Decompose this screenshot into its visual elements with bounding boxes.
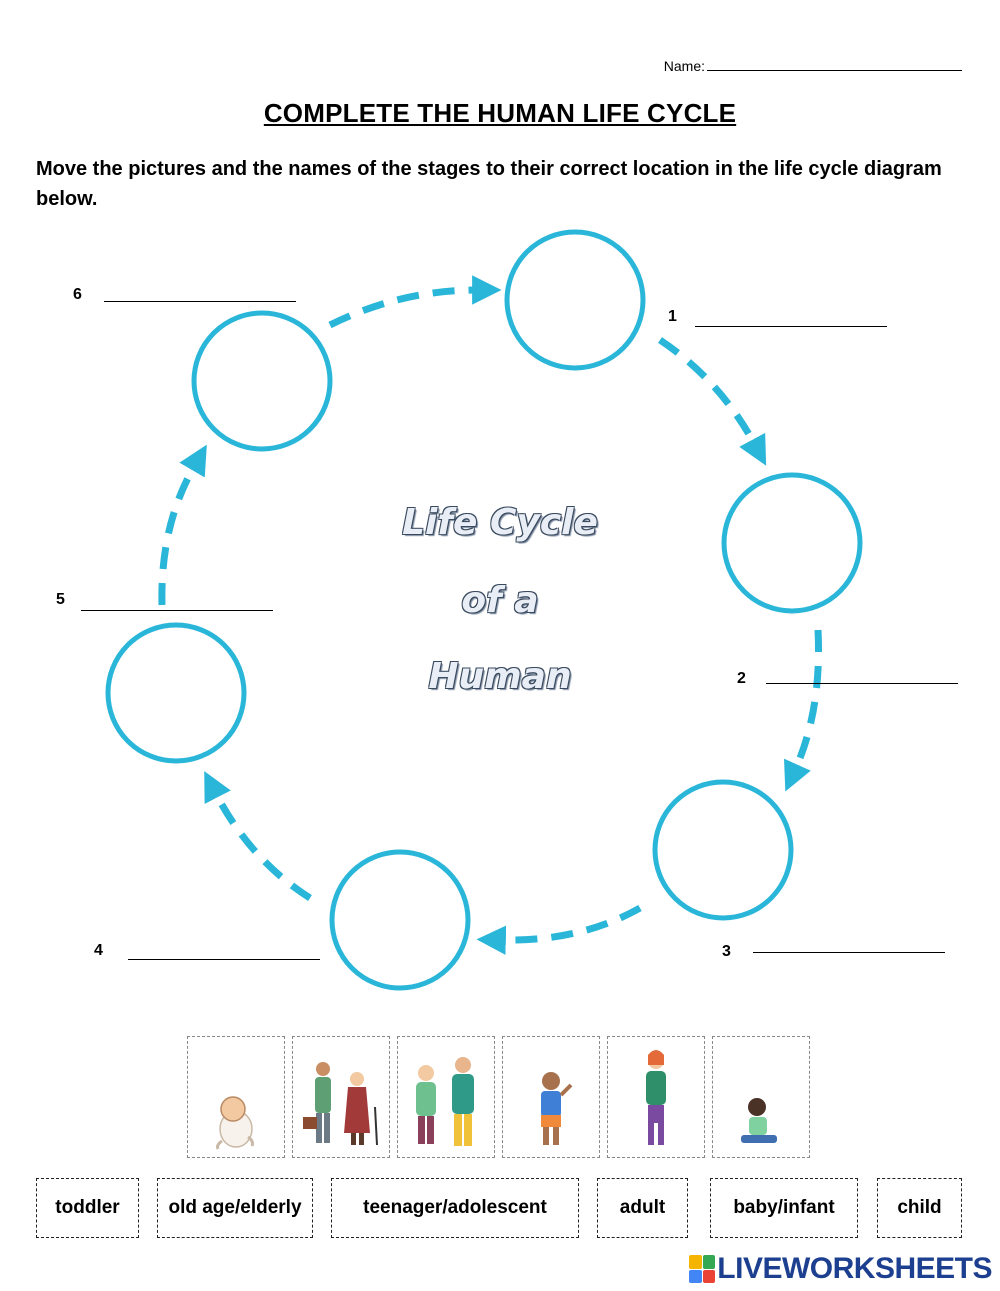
- name-field[interactable]: Name:: [664, 56, 962, 74]
- picture-card-adults[interactable]: [397, 1036, 495, 1158]
- picture-card-toddler[interactable]: [712, 1036, 810, 1158]
- answer-line-1[interactable]: [695, 326, 887, 327]
- stage-number-5: 5: [56, 591, 65, 608]
- toddler-icon: [741, 1098, 777, 1143]
- picture-card-elderly[interactable]: [292, 1036, 390, 1158]
- drop-circle-right-lower[interactable]: [652, 779, 794, 921]
- baby-icon: [216, 1096, 254, 1150]
- drop-circle-left-lower[interactable]: [105, 622, 247, 764]
- stage-number-3: 3: [722, 943, 731, 960]
- arrow-2-to-3: [784, 629, 822, 792]
- drop-circle-left-upper[interactable]: [191, 310, 333, 452]
- stage-number-2: 2: [737, 670, 746, 687]
- liveworksheets-logo: LIVEWORKSHEETS: [689, 1252, 992, 1286]
- picture-card-baby[interactable]: [187, 1036, 285, 1158]
- center-title-line1: Life Cycle: [402, 502, 598, 543]
- drop-circle-top[interactable]: [504, 229, 646, 371]
- adults-icon: [416, 1057, 474, 1146]
- drop-circle-bottom[interactable]: [329, 849, 471, 991]
- arrow-3-to-4: [476, 904, 642, 955]
- stage-number-1: 1: [668, 308, 677, 325]
- center-title-line2: of a: [461, 580, 539, 621]
- teenager-icon: [646, 1050, 666, 1145]
- liveworksheets-logo-text: LIVEWORKSHEETS: [717, 1252, 992, 1285]
- arrow-5-to-6: [158, 444, 207, 606]
- stage-number-6: 6: [73, 286, 82, 303]
- arrow-4-to-5: [204, 771, 312, 901]
- instructions: Move the pictures and the names of the s…: [36, 158, 942, 210]
- name-label: Name:: [663, 58, 705, 74]
- liveworksheets-badge-icon: [689, 1255, 716, 1283]
- page-title: COMPLETE THE HUMAN LIFE CYCLE: [263, 98, 737, 128]
- answer-line-5[interactable]: [81, 610, 273, 611]
- word-card-toddler[interactable]: toddler: [36, 1178, 139, 1238]
- arrow-1-to-2: [658, 337, 767, 466]
- child-icon: [541, 1072, 573, 1145]
- word-card-teenager-adolescent[interactable]: teenager/adolescent: [331, 1178, 579, 1238]
- word-card-adult[interactable]: adult: [597, 1178, 688, 1238]
- name-blank[interactable]: [707, 56, 962, 71]
- elderly-couple-icon: [303, 1062, 378, 1146]
- stage-number-4: 4: [94, 942, 103, 959]
- picture-card-child[interactable]: [502, 1036, 600, 1158]
- answer-line-2[interactable]: [766, 683, 958, 684]
- word-card-child[interactable]: child: [877, 1178, 962, 1238]
- arrow-top-to-1: [328, 275, 502, 329]
- center-title-line3: Human: [428, 656, 572, 697]
- word-card-old-age-elderly[interactable]: old age/elderly: [157, 1178, 313, 1238]
- word-card-baby-infant[interactable]: baby/infant: [710, 1178, 858, 1238]
- drop-circle-right-upper[interactable]: [721, 472, 863, 614]
- answer-line-4[interactable]: [128, 959, 320, 960]
- answer-line-3[interactable]: [753, 952, 945, 953]
- answer-line-6[interactable]: [104, 301, 296, 302]
- picture-card-teenager[interactable]: [607, 1036, 705, 1158]
